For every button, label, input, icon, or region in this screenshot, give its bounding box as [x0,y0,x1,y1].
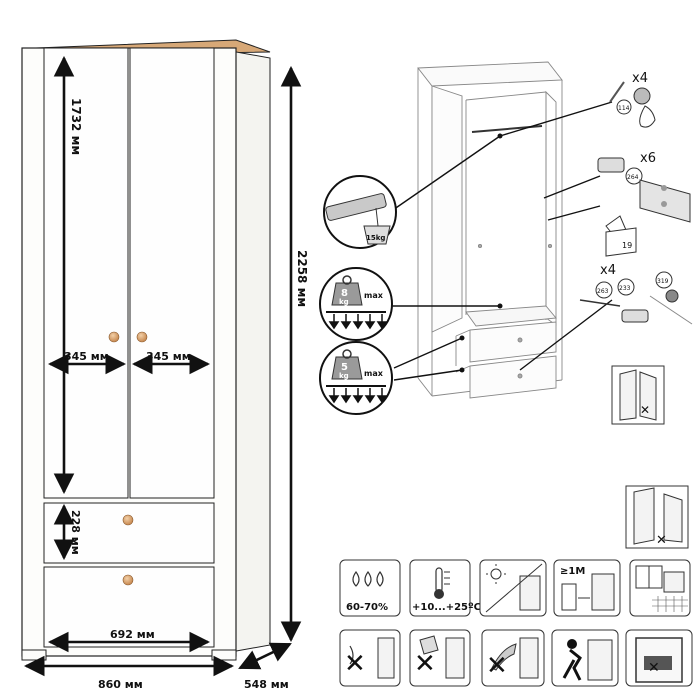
screwdriver-icon [621,309,649,323]
shelf-weight-unit: kg [339,298,349,306]
depth-label: 548 мм [244,678,289,691]
drawer-load-callout: 5 kg max [319,341,393,415]
svg-text:✕: ✕ [640,403,650,417]
shelf-weight-number: 8 [341,288,348,299]
lower-drawer-knob [122,574,134,586]
bottom-hardware-callout: x4 263 233 319 [579,263,693,325]
part-263-label: 263 [597,288,609,295]
right-door-knob [136,331,148,343]
drawer-weight-number: 5 [341,362,348,373]
hinge-hardware-callout: x6 264 19 [597,151,691,257]
svg-text:✕: ✕ [486,651,508,681]
part-114-label: 114 [618,105,630,112]
hinge-hardware-qty: x6 [640,151,656,166]
top-hardware-qty: x4 [632,71,648,86]
temperature-label: +10...+25ºC [412,602,481,613]
bottom-hardware-qty: x4 [600,263,616,278]
door-width-right-label: 345 мм [146,350,191,363]
shelf-load-callout: 8 kg max [319,267,393,341]
left-door [43,47,129,499]
hinge-icon [639,179,691,223]
drawer-height-label: 228 мм [69,510,82,555]
left-door-knob [108,331,120,343]
total-height-label: 2258 мм [295,250,309,307]
drawer-weight-unit: kg [339,372,349,380]
door-width-left-label: 345 мм [64,350,109,363]
svg-text:✕: ✕ [344,649,366,679]
dimension-lines [23,55,302,677]
svg-text:✕: ✕ [648,660,660,676]
drawer-max-label: max [364,369,384,378]
top-hardware-callout: x4 114 [609,71,656,128]
hand-icon [639,105,656,128]
rail-load-label: 15kg [366,234,385,242]
care-icons-row-1: 60-70% +10...+25ºC ≥1M [339,559,691,617]
total-width-label: 860 мм [98,678,143,691]
inner-width-label: 692 мм [110,628,155,641]
svg-text:✕: ✕ [656,533,667,548]
callout-leaders [389,101,613,381]
svg-text:✕: ✕ [414,649,436,679]
shelf-max-label: max [364,291,384,300]
care-icons-row-2: ✕ ✕ ✕ ✕ [339,629,693,687]
distance-label: ≥1M [560,566,585,577]
door-adjust-icon: ✕ [611,365,665,425]
right-door [129,47,215,499]
part-319-label: 319 [657,278,669,285]
dimension-labels: 1732 мм 2258 мм 345 мм 345 мм 228 мм 692… [64,98,309,691]
door-align-icon: ✕ [625,485,689,549]
humidity-label: 60-70% [346,602,388,613]
right-foot [211,649,237,661]
manual-icon [605,227,637,257]
upper-height-label: 1732 мм [69,98,83,155]
upper-drawer-knob [122,514,134,526]
part-233-label: 233 [619,285,631,292]
drill-icon [597,157,625,173]
part-264-label: 264 [627,174,639,181]
cam-lock-icon [633,87,651,105]
left-foot [21,649,47,661]
part-19-label: 19 [622,241,632,250]
rail-load-callout: 15kg [323,175,397,249]
isometric-wardrobe [417,61,563,399]
